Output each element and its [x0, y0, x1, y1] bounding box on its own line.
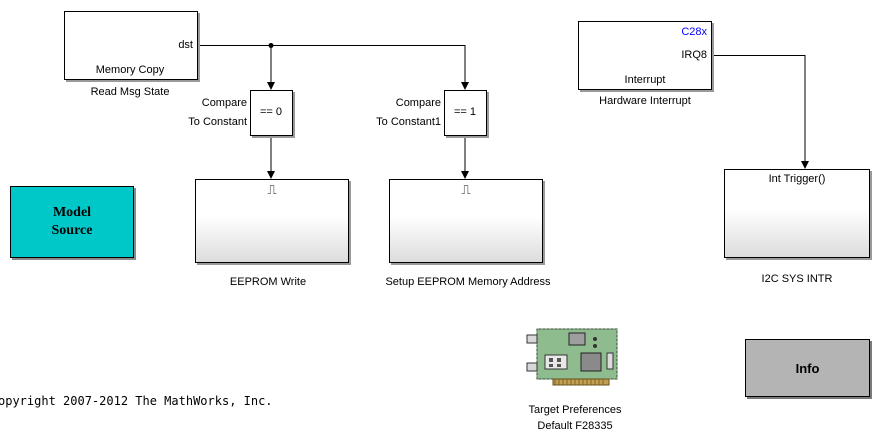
pcb-board-icon — [526, 328, 618, 386]
i2c-int-trigger-port: Int Trigger() — [768, 173, 826, 185]
setup-eeprom-trigger-icon: ⎍ — [461, 182, 471, 197]
compare1-symbol: == 1 — [453, 106, 477, 118]
compare-to-constant1-block[interactable]: == 1 — [444, 90, 487, 136]
i2c-sys-intr-name[interactable]: I2C SYS INTR — [761, 273, 833, 285]
target-preferences-line2: Default F28335 — [537, 420, 613, 432]
memory-copy-dst-port: dst — [178, 39, 193, 51]
signal-line-dst — [200, 45, 469, 90]
setup-eeprom-block[interactable]: ⎍ — [389, 179, 543, 263]
info-label: Info — [795, 360, 820, 376]
compare1-name-line2: To Constant1 — [376, 116, 441, 128]
memory-copy-label: Memory Copy — [95, 64, 165, 76]
hardware-interrupt-block[interactable]: C28x IRQ8 Interrupt — [578, 21, 712, 90]
hardware-interrupt-name[interactable]: Hardware Interrupt — [599, 95, 691, 107]
hw-interrupt-c28x: C28x — [681, 26, 707, 38]
compare0-name-line2: To Constant — [188, 116, 247, 128]
compare0-symbol: == 0 — [259, 106, 283, 118]
i2c-sys-intr-block[interactable]: Int Trigger() — [724, 169, 870, 258]
eeprom-write-block[interactable]: ⎍ — [195, 179, 349, 263]
model-source-line1: Model — [52, 205, 92, 220]
model-source-button[interactable]: Model Source — [10, 186, 134, 258]
target-preferences-block[interactable] — [525, 327, 625, 391]
model-source-line2: Source — [51, 223, 93, 238]
hw-interrupt-irq8-port: IRQ8 — [681, 49, 707, 61]
copyright-text: opyright 2007-2012 The MathWorks, Inc. — [0, 394, 273, 408]
target-preferences-line1: Target Preferences — [528, 404, 622, 416]
eeprom-write-name[interactable]: EEPROM Write — [229, 276, 307, 288]
hw-interrupt-label: Interrupt — [624, 74, 666, 86]
eeprom-write-trigger-icon: ⎍ — [267, 182, 277, 197]
compare1-name-line1: Compare — [395, 97, 441, 109]
compare0-name-line1: Compare — [201, 97, 247, 109]
signal-line-irq8 — [713, 55, 809, 169]
memory-copy-block[interactable]: dst Memory Copy — [64, 11, 198, 80]
memory-copy-name[interactable]: Read Msg State — [90, 86, 170, 98]
branch-point — [268, 43, 274, 48]
info-button[interactable]: Info — [745, 339, 870, 397]
compare-to-constant-block[interactable]: == 0 — [250, 90, 293, 136]
setup-eeprom-name[interactable]: Setup EEPROM Memory Address — [385, 276, 551, 288]
